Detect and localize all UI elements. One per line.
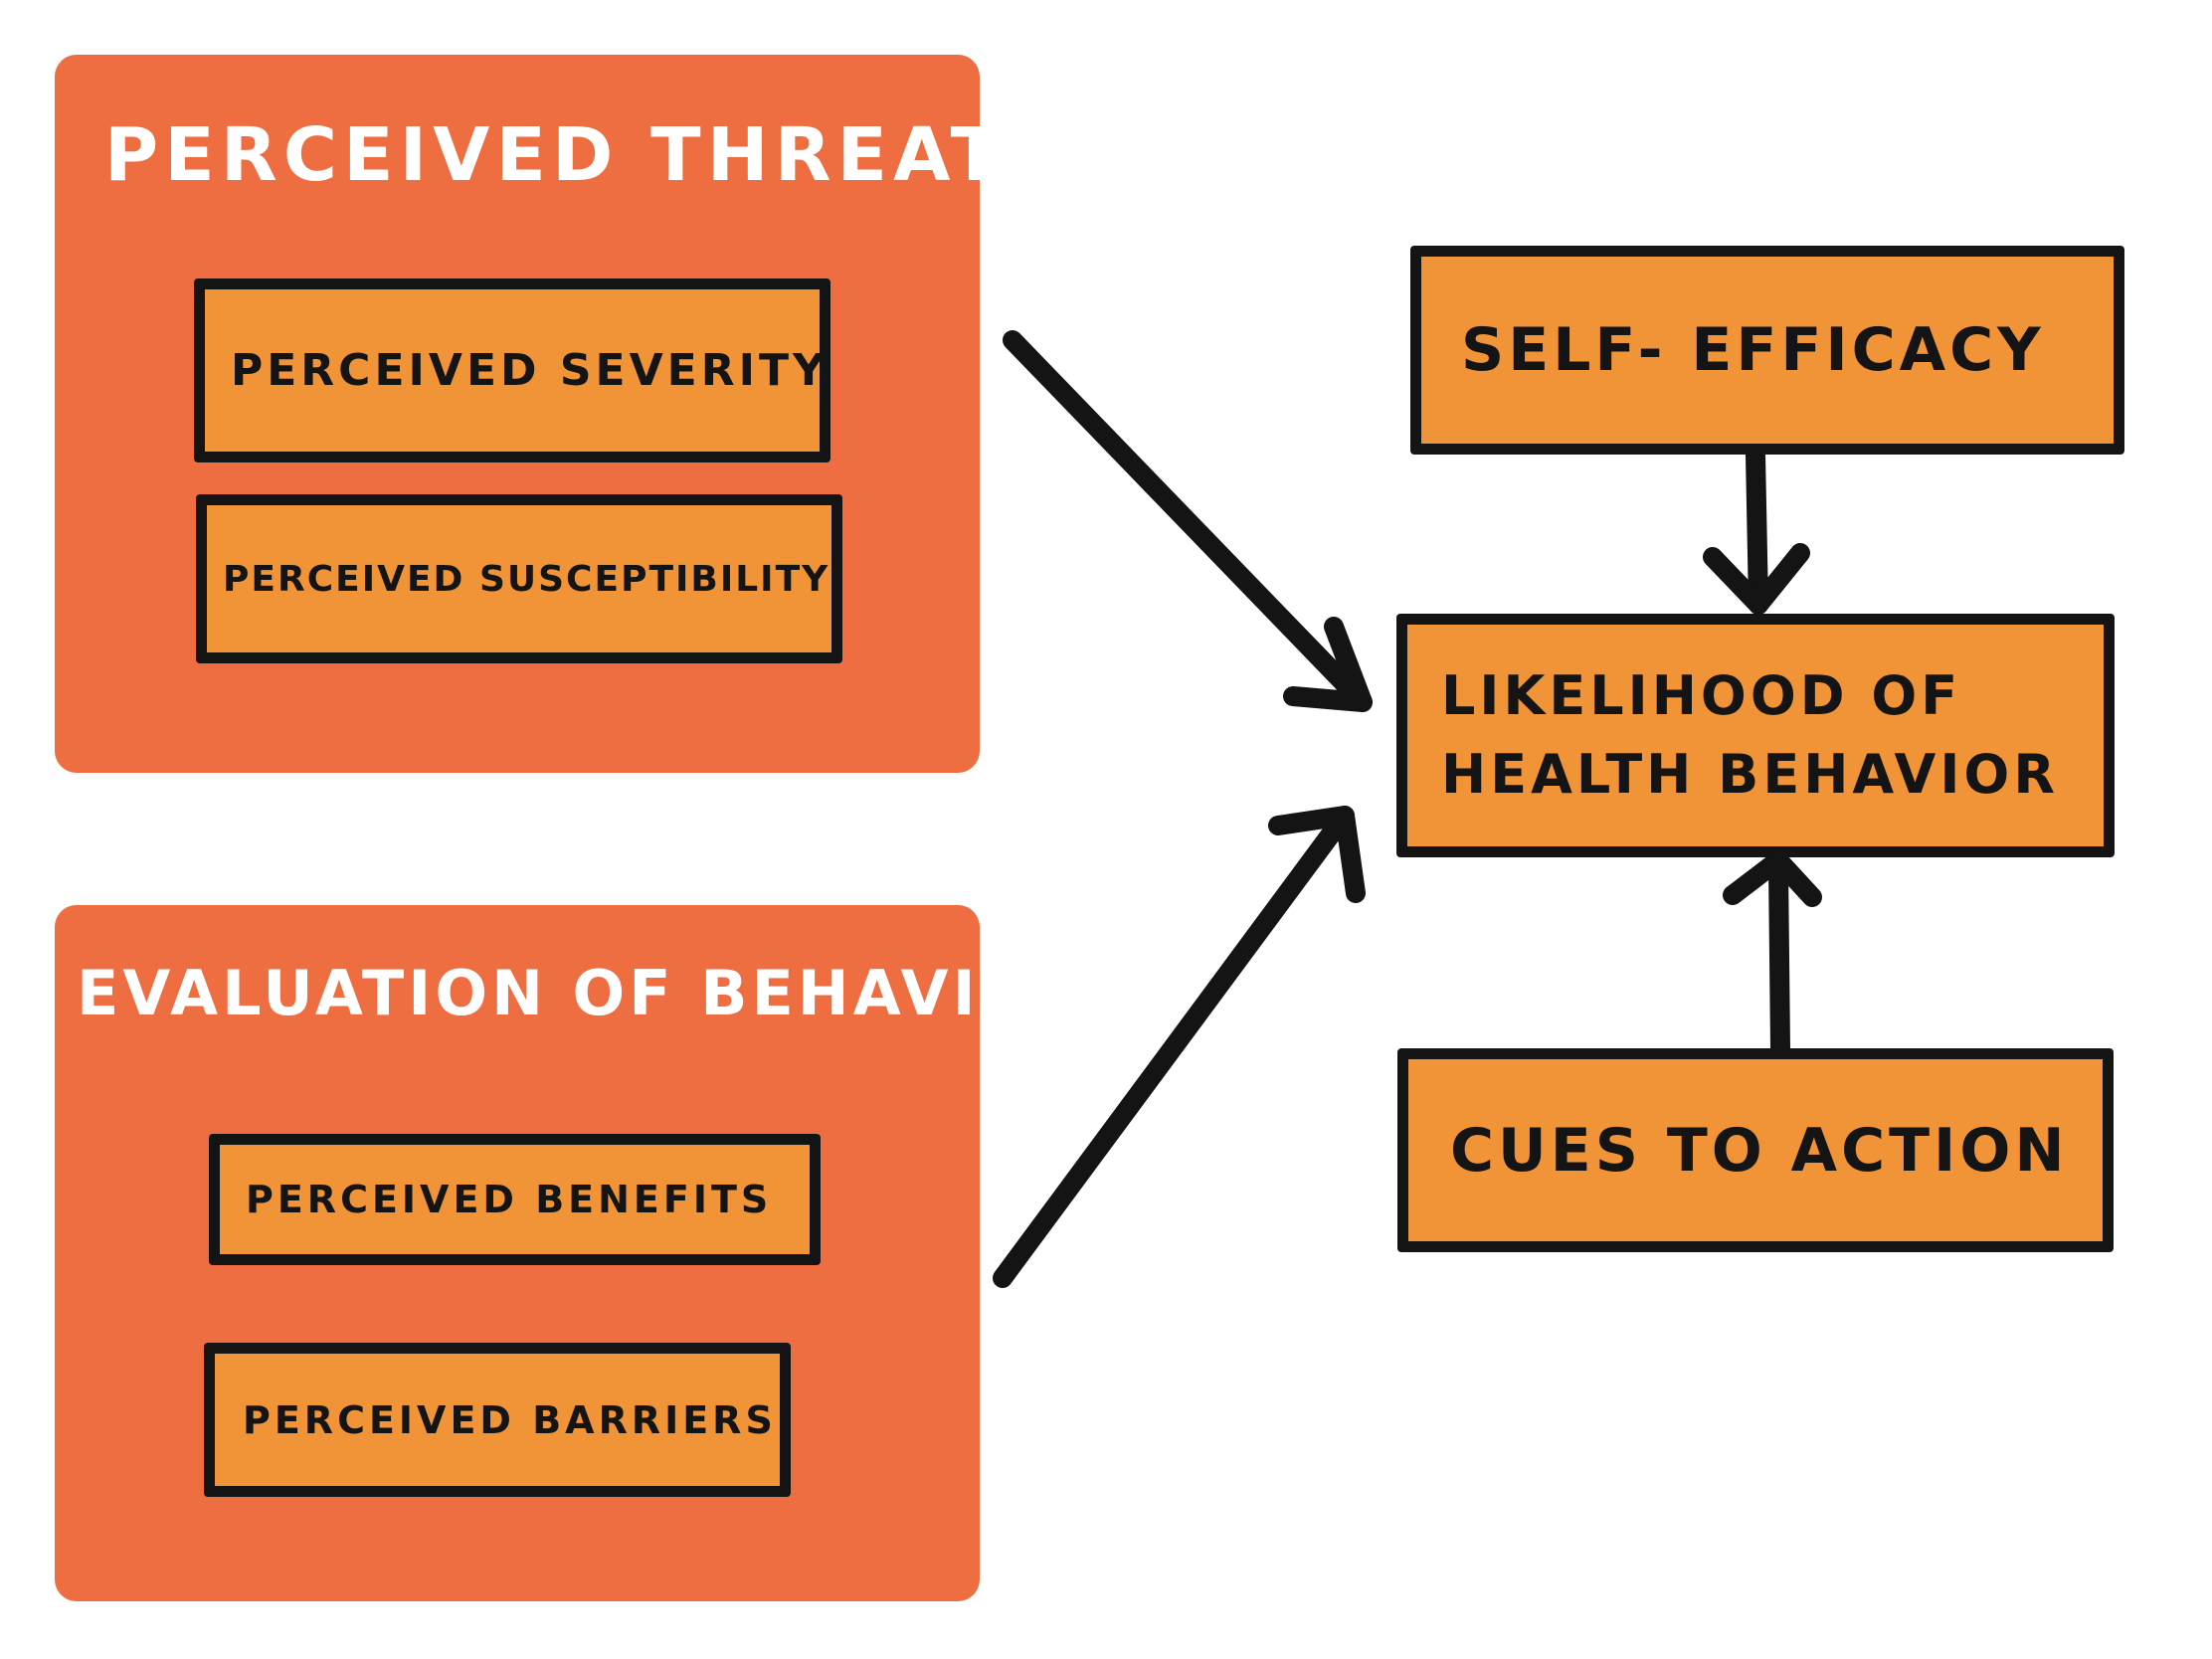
arrow-cues-to-likelihood	[1723, 850, 1822, 1058]
likelihood-of-health-behavior-box: Likelihood of Health Behavior	[1396, 614, 2115, 857]
perceived-severity-box: Perceived Severity	[194, 278, 830, 462]
arrow-threat-to-likelihood	[1003, 330, 1373, 712]
likelihood-label-line1: Likelihood of	[1441, 664, 1962, 728]
perceived-barriers-label: Perceived Barriers	[243, 1397, 777, 1442]
perceived-barriers-box: Perceived Barriers	[204, 1343, 791, 1497]
cues-to-action-label: Cues to Action	[1450, 1115, 2069, 1186]
evaluation-of-behavior-title: Evaluation of Behavior	[77, 957, 1087, 1029]
perceived-susceptibility-label: Perceived Susceptibility	[223, 558, 830, 600]
perceived-threat-title: Perceived Threat	[104, 112, 1008, 198]
cues-to-action-box: Cues to Action	[1397, 1048, 2114, 1252]
perceived-benefits-label: Perceived Benefits	[246, 1178, 773, 1221]
perceived-benefits-box: Perceived Benefits	[209, 1134, 821, 1265]
perceived-susceptibility-box: Perceived Susceptibility	[196, 494, 842, 663]
likelihood-label-line2: Health Behavior	[1441, 742, 2059, 806]
likelihood-label: Likelihood of Health Behavior	[1441, 657, 2059, 814]
self-efficacy-box: Self- Efficacy	[1410, 246, 2124, 455]
arrow-evaluation-to-likelihood	[993, 806, 1366, 1288]
arrow-self-efficacy-to-likelihood	[1703, 445, 1810, 615]
self-efficacy-label: Self- Efficacy	[1461, 315, 2045, 385]
perceived-severity-label: Perceived Severity	[231, 345, 829, 396]
